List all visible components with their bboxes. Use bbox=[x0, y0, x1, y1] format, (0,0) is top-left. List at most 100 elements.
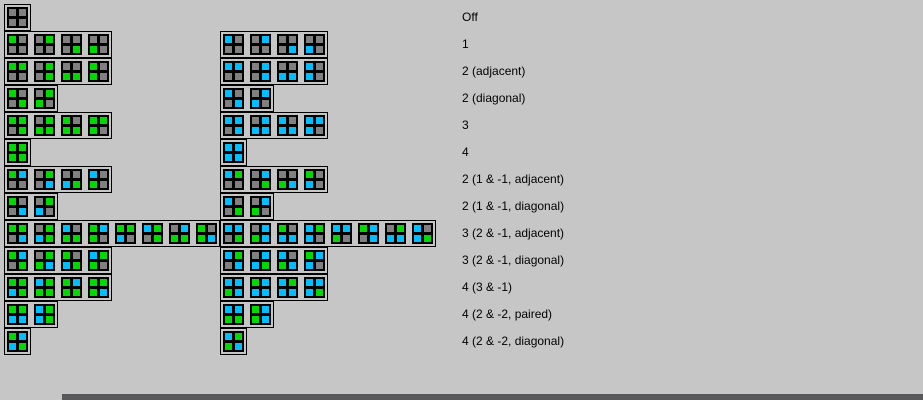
cell-off-top-right bbox=[19, 36, 26, 43]
cell-off-bottom-left bbox=[225, 73, 232, 80]
cell-off-top-left bbox=[36, 171, 43, 178]
cell-off-top-right bbox=[100, 171, 107, 178]
cell-minus-bottom-right bbox=[19, 235, 26, 242]
plaquette-tile bbox=[61, 115, 82, 136]
cell-off-top-right bbox=[235, 90, 242, 97]
plaquette-tile bbox=[331, 223, 352, 244]
cell-plus-top-left bbox=[63, 117, 70, 124]
cell-plus-bottom-right bbox=[19, 289, 26, 296]
cell-off-top-left bbox=[36, 90, 43, 97]
cell-minus-bottom-left bbox=[306, 181, 313, 188]
plaquette-tile bbox=[250, 34, 271, 55]
cell-off-bottom-left bbox=[252, 46, 259, 53]
cell-off-bottom-right bbox=[316, 235, 323, 242]
cell-minus-top-left bbox=[225, 252, 232, 259]
cell-plus-top-right bbox=[19, 144, 26, 151]
cell-plus-top-left bbox=[360, 225, 367, 232]
plaquette-tile bbox=[223, 169, 244, 190]
plaquette-tile bbox=[223, 34, 244, 55]
cell-minus-top-right bbox=[262, 198, 269, 205]
cell-plus-bottom-right bbox=[262, 262, 269, 269]
cell-plus-top-left bbox=[252, 306, 259, 313]
plaquette-tile bbox=[223, 250, 244, 271]
plaquette-tile bbox=[88, 169, 109, 190]
cell-minus-top-left bbox=[90, 171, 97, 178]
cell-plus-top-right bbox=[46, 198, 53, 205]
cell-off-bottom-left bbox=[9, 208, 16, 215]
plaquette-tile bbox=[250, 88, 271, 109]
cell-plus-top-right bbox=[19, 117, 26, 124]
cell-plus-bottom-left bbox=[90, 289, 97, 296]
plaquette-tile bbox=[7, 34, 28, 55]
cell-off-top-right bbox=[289, 36, 296, 43]
cell-off-bottom-right bbox=[19, 73, 26, 80]
plaquette-tile bbox=[304, 250, 325, 271]
plaquette-tile bbox=[223, 304, 244, 325]
cell-off-bottom-right bbox=[100, 46, 107, 53]
cell-plus-bottom-left bbox=[90, 235, 97, 242]
tile-group-middle-row-13 bbox=[220, 328, 247, 355]
cell-plus-top-left bbox=[9, 117, 16, 124]
cell-off-bottom-left bbox=[36, 181, 43, 188]
cell-minus-bottom-left bbox=[279, 289, 286, 296]
cell-off-bottom-left bbox=[63, 46, 70, 53]
cell-minus-top-right bbox=[262, 36, 269, 43]
cell-minus-top-right bbox=[100, 225, 107, 232]
cell-minus-bottom-left bbox=[306, 73, 313, 80]
cell-plus-top-right bbox=[100, 117, 107, 124]
cell-plus-top-right bbox=[19, 306, 26, 313]
cell-off-top-left bbox=[36, 36, 43, 43]
plaquette-tile bbox=[61, 61, 82, 82]
cell-off-bottom-right bbox=[262, 46, 269, 53]
cell-plus-bottom-right bbox=[235, 208, 242, 215]
cell-minus-top-left bbox=[279, 117, 286, 124]
cell-minus-top-left bbox=[36, 279, 43, 286]
cell-minus-bottom-right bbox=[235, 154, 242, 161]
cell-plus-bottom-right bbox=[235, 235, 242, 242]
cell-minus-bottom-right bbox=[46, 262, 53, 269]
plaquette-tile bbox=[250, 304, 271, 325]
cell-off-top-right bbox=[73, 252, 80, 259]
cell-off-top-right bbox=[73, 63, 80, 70]
cell-off-bottom-left bbox=[225, 181, 232, 188]
cell-off-top-left bbox=[252, 198, 259, 205]
cell-minus-top-left bbox=[306, 63, 313, 70]
row-label: 4 (2 & -2, diagonal) bbox=[462, 334, 565, 348]
cell-off-top-right bbox=[19, 9, 26, 16]
cell-off-bottom-right bbox=[100, 235, 107, 242]
cell-minus-bottom-left bbox=[9, 343, 16, 350]
cell-minus-bottom-right bbox=[235, 343, 242, 350]
cell-plus-bottom-right bbox=[46, 316, 53, 323]
plaquette-tile bbox=[250, 61, 271, 82]
cell-plus-top-right bbox=[100, 252, 107, 259]
cell-minus-bottom-right bbox=[235, 262, 242, 269]
cell-minus-bottom-right bbox=[100, 289, 107, 296]
cell-off-bottom-left bbox=[9, 19, 16, 26]
cell-off-top-left bbox=[279, 36, 286, 43]
cell-minus-bottom-right bbox=[19, 208, 26, 215]
cell-off-top-left bbox=[252, 36, 259, 43]
cell-minus-top-right bbox=[262, 306, 269, 313]
cell-minus-bottom-left bbox=[36, 316, 43, 323]
cell-minus-top-right bbox=[316, 117, 323, 124]
plaquette-tile bbox=[7, 142, 28, 163]
plaquette-tile bbox=[34, 88, 55, 109]
cell-off-top-right bbox=[73, 225, 80, 232]
cell-off-bottom-right bbox=[235, 181, 242, 188]
cell-off-top-left bbox=[306, 36, 313, 43]
cell-off-bottom-right bbox=[46, 46, 53, 53]
cell-off-top-left bbox=[252, 63, 259, 70]
cell-minus-top-right bbox=[316, 279, 323, 286]
cell-off-bottom-left bbox=[36, 46, 43, 53]
cell-plus-top-right bbox=[127, 225, 134, 232]
cell-plus-bottom-left bbox=[90, 127, 97, 134]
plaquette-tile bbox=[250, 115, 271, 136]
cell-minus-top-right bbox=[316, 252, 323, 259]
cell-off-bottom-right bbox=[46, 100, 53, 107]
plaquette-tile bbox=[223, 88, 244, 109]
cell-off-bottom-left bbox=[225, 127, 232, 134]
cell-minus-bottom-left bbox=[63, 181, 70, 188]
cell-plus-bottom-right bbox=[73, 181, 80, 188]
cell-plus-top-left bbox=[9, 225, 16, 232]
